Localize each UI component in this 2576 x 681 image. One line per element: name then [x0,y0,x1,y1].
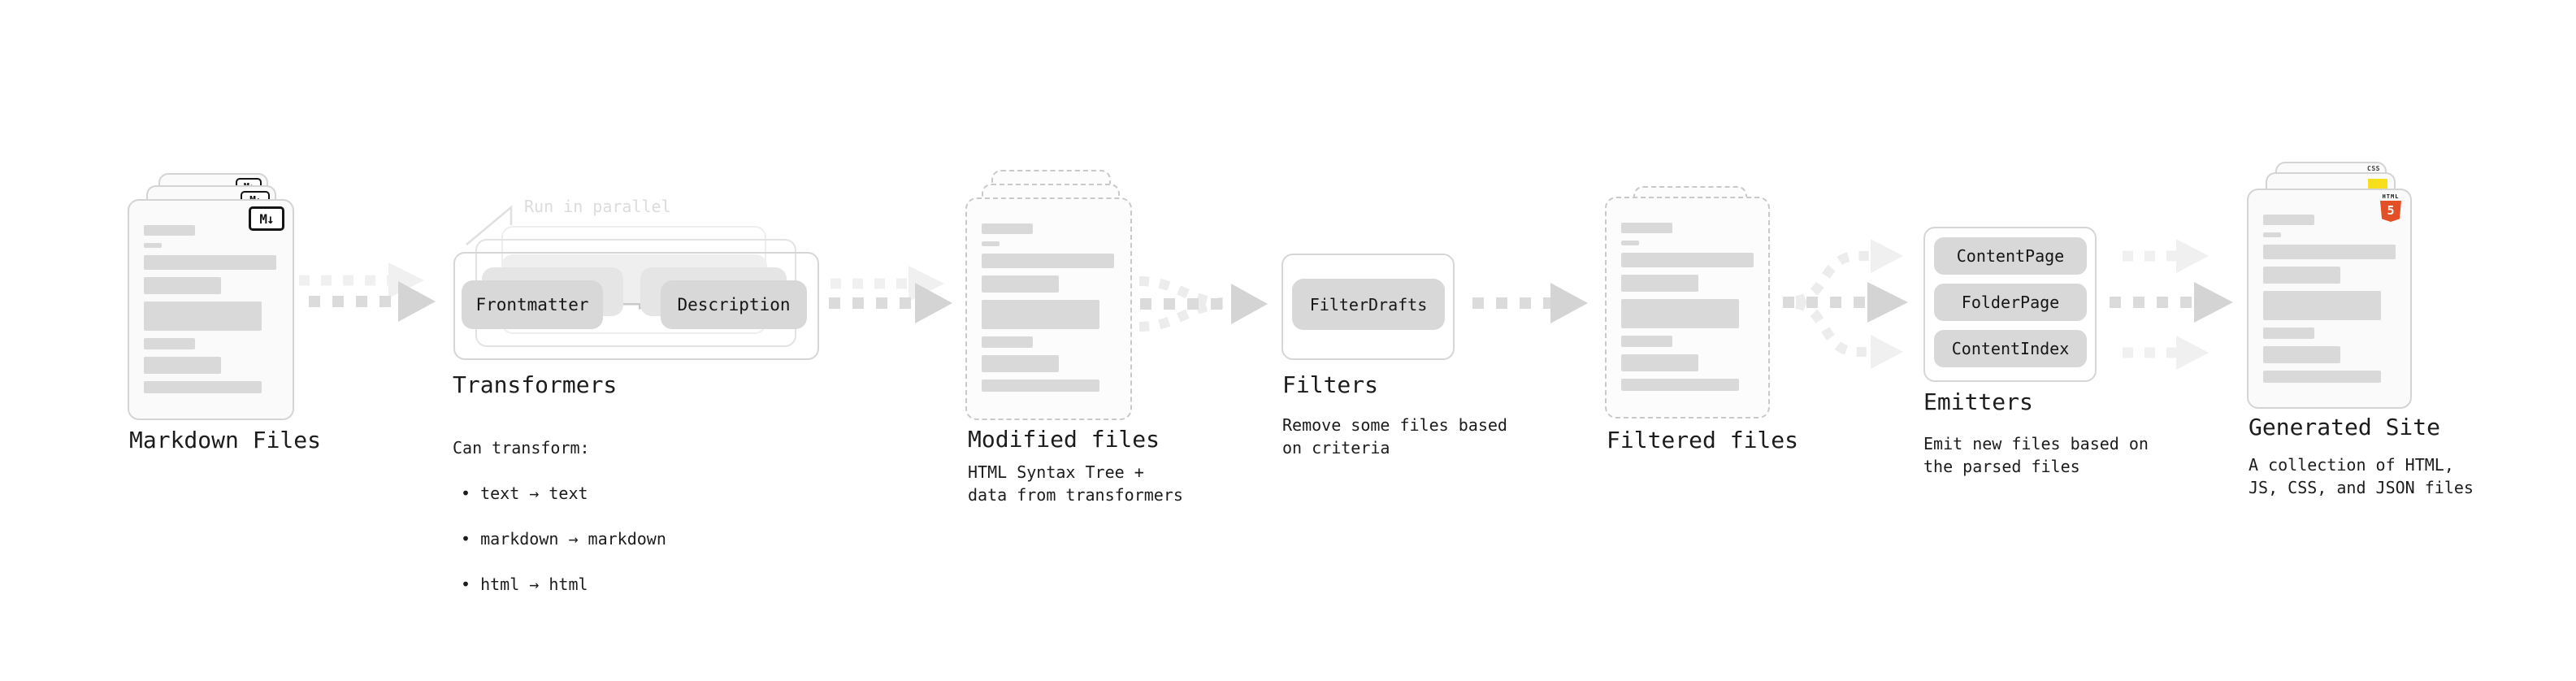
doc-line [982,380,1099,392]
doc-line [1621,223,1672,233]
description-pill: Description [661,280,807,329]
doc-line [144,225,195,236]
generated-site-caption: Generated Site [2249,414,2441,440]
arrow-transformers-to-modified [829,266,952,323]
emitters-caption: Emitters [1923,388,2033,415]
js-icon [2368,179,2387,191]
callout-line [466,205,513,245]
doc-line [982,254,1114,268]
doc-line [982,223,1033,234]
doc-content-lines [967,199,1130,392]
filtered-files-caption: Filtered files [1607,427,1799,453]
doc-line [2263,232,2281,237]
transformer-frame [453,252,819,360]
arrow-markdown-to-transformers [299,262,436,322]
modified-files-caption: Modified files [968,426,1160,453]
emitters-description: Emit new files based on the parsed files [1923,434,2149,476]
doc-line [1621,241,1639,245]
doc-line [2263,267,2340,284]
filterdrafts-pill: FilterDrafts [1292,279,1445,330]
transform-bullet: • html → html [461,575,588,594]
filters-description: Remove some files based on criteria [1282,415,1507,458]
doc-line [1621,299,1739,328]
contentindex-pill: ContentIndex [1934,330,2087,367]
doc-line [982,355,1059,372]
doc-line [1621,275,1698,292]
html5-icon: HTML 5 [2379,193,2402,222]
doc-line [982,336,1033,348]
emitters-frame [1923,227,2097,382]
modified-file-card [965,197,1132,420]
doc-content-lines [2249,190,2410,383]
arrow-filtered-to-emitters [1783,239,1908,369]
filters-frame [1281,254,1455,360]
doc-line [144,338,195,349]
folderpage-pill: FolderPage [1934,284,2087,321]
transform-bullet: • text → text [461,484,588,503]
doc-line [1621,379,1739,391]
doc-line [144,255,276,270]
doc-line [1621,253,1754,267]
filters-caption: Filters [1282,371,1379,398]
doc-content-lines [1607,198,1768,391]
doc-line [2263,291,2381,320]
markdown-files-caption: Markdown Files [129,427,322,453]
doc-line [2263,245,2396,259]
arrow-emitters-to-generated [2110,239,2233,370]
markdown-file-card: M↓ [128,199,294,420]
doc-line [144,381,262,393]
doc-line [144,277,221,294]
modified-files-description: HTML Syntax Tree + data from transformer… [968,462,1183,505]
doc-line [2263,346,2340,363]
doc-line [982,241,1000,246]
transformers-caption: Transformers [453,371,618,398]
arrow-filters-to-filtered [1472,283,1588,323]
doc-line [2263,327,2314,339]
generated-site-description: A collection of HTML, JS, CSS, and JSON … [2249,455,2474,497]
markdown-icon: M↓ [249,206,284,231]
run-in-parallel-note: Run in parallel [524,197,671,216]
frontmatter-pill: Frontmatter [462,280,603,329]
doc-line [982,300,1099,329]
transform-bullet: • markdown → markdown [461,529,666,549]
html5-shield: 5 [2380,201,2401,222]
doc-content-lines [129,201,293,393]
generated-file-card: HTML 5 [2247,189,2412,409]
doc-line [144,243,162,248]
doc-line [2263,371,2381,383]
contentpage-pill: ContentPage [1934,237,2087,275]
doc-line [1621,336,1672,347]
filtered-file-card [1605,197,1770,419]
can-transform-title: Can transform: [453,438,590,458]
arrow-modified-to-filters [1138,276,1268,332]
doc-line [982,275,1059,293]
transformers-description: Can transform: • text → text • markdown … [453,414,666,618]
doc-line [2263,215,2314,225]
doc-line [1621,354,1698,371]
doc-line [144,357,221,374]
doc-line [144,301,262,331]
